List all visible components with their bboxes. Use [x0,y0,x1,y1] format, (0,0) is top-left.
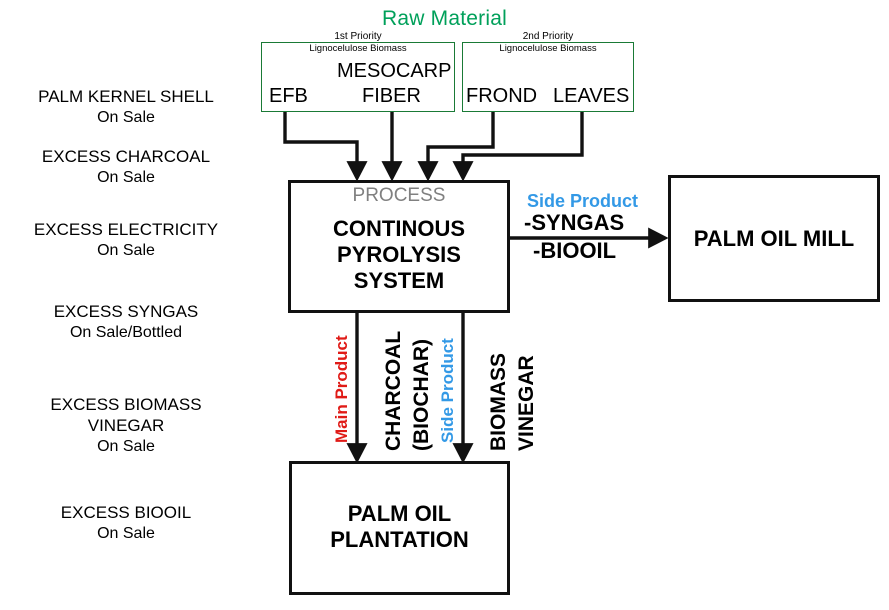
raw-material-item-frond: FROND [466,85,538,107]
raw-material-item-fiber: FIBER [362,85,421,107]
raw-material-priority-2: 2nd Priority [522,31,574,42]
output-status: On Sale [97,242,155,259]
output-name: EXCESS ELECTRICITY [33,220,219,239]
side-product-syngas: -SYNGAS [524,210,625,235]
palm-oil-mill-box [668,175,880,302]
output-name: EXCESS SYNGAS [53,302,199,321]
output-name: EXCESS BIOOIL [60,503,192,522]
charcoal-label-line-1: CHARCOAL [382,330,405,451]
process-box [288,180,510,313]
output-name: EXCESS CHARCOAL [41,147,211,166]
main-product-label: Main Product [332,335,351,443]
process-name: CONTINOUS PYROLYSIS SYSTEM [288,216,510,294]
output-item-excess-syngas: EXCESS SYNGAS On Sale/Bottled [0,301,252,343]
charcoal-label-line-2: (BIOCHAR) [410,339,433,451]
output-item-palm-kernel-shell: PALM KERNEL SHELL On Sale [0,86,252,128]
process-name-line-1: CONTINOUS [333,216,465,241]
output-status: On Sale/Bottled [69,324,183,341]
output-status: On Sale [97,169,155,186]
palm-oil-plantation-label: PALM OIL PLANTATION [289,501,510,553]
raw-material-priority-1: 1st Priority [334,31,382,42]
raw-material-box-1 [261,42,455,112]
output-status: On Sale [97,525,155,542]
output-item-excess-biooil: EXCESS BIOOIL On Sale [0,502,252,544]
output-item-excess-electricity: EXCESS ELECTRICITY On Sale [0,219,252,261]
output-status: On Sale [97,438,155,455]
arrow-leaves [452,112,584,182]
arrow-frond [417,112,495,182]
raw-material-biomass-2: Lignocelulose Biomass [499,43,597,54]
output-name: EXCESS BIOMASS VINEGAR [50,395,202,435]
output-item-excess-biomass-vinegar: EXCESS BIOMASS VINEGAR On Sale [0,394,252,457]
raw-material-box-2 [462,42,634,112]
output-name: PALM KERNEL SHELL [38,87,214,106]
arrow-efb [283,112,368,182]
raw-material-item-efb: EFB [269,85,308,107]
output-item-excess-charcoal: EXCESS CHARCOAL On Sale [0,146,252,188]
side-product-biooil: -BIOOIL [533,238,617,263]
raw-material-item-mesocarp: MESOCARP [337,60,452,82]
process-name-line-3: SYSTEM [353,268,445,293]
page-title: Raw Material [382,7,507,30]
plantation-line-2: PLANTATION [330,527,469,552]
side-product-label-right: Side Product [527,191,639,211]
raw-material-item-leaves: LEAVES [553,85,630,107]
palm-oil-mill-label: PALM OIL MILL [693,226,855,251]
process-kicker-label: PROCESS [352,185,446,206]
raw-material-biomass-1: Lignocelulose Biomass [309,43,407,54]
side-product-label-down: Side Product [438,338,457,443]
biomass-vinegar-label-line-1: BIOMASS [487,352,510,451]
palm-oil-plantation-box [289,461,510,595]
biomass-vinegar-label-line-2: VINEGAR [515,355,538,451]
output-status: On Sale [97,109,155,126]
process-name-line-2: PYROLYSIS [337,242,461,267]
plantation-line-1: PALM OIL [347,501,452,526]
